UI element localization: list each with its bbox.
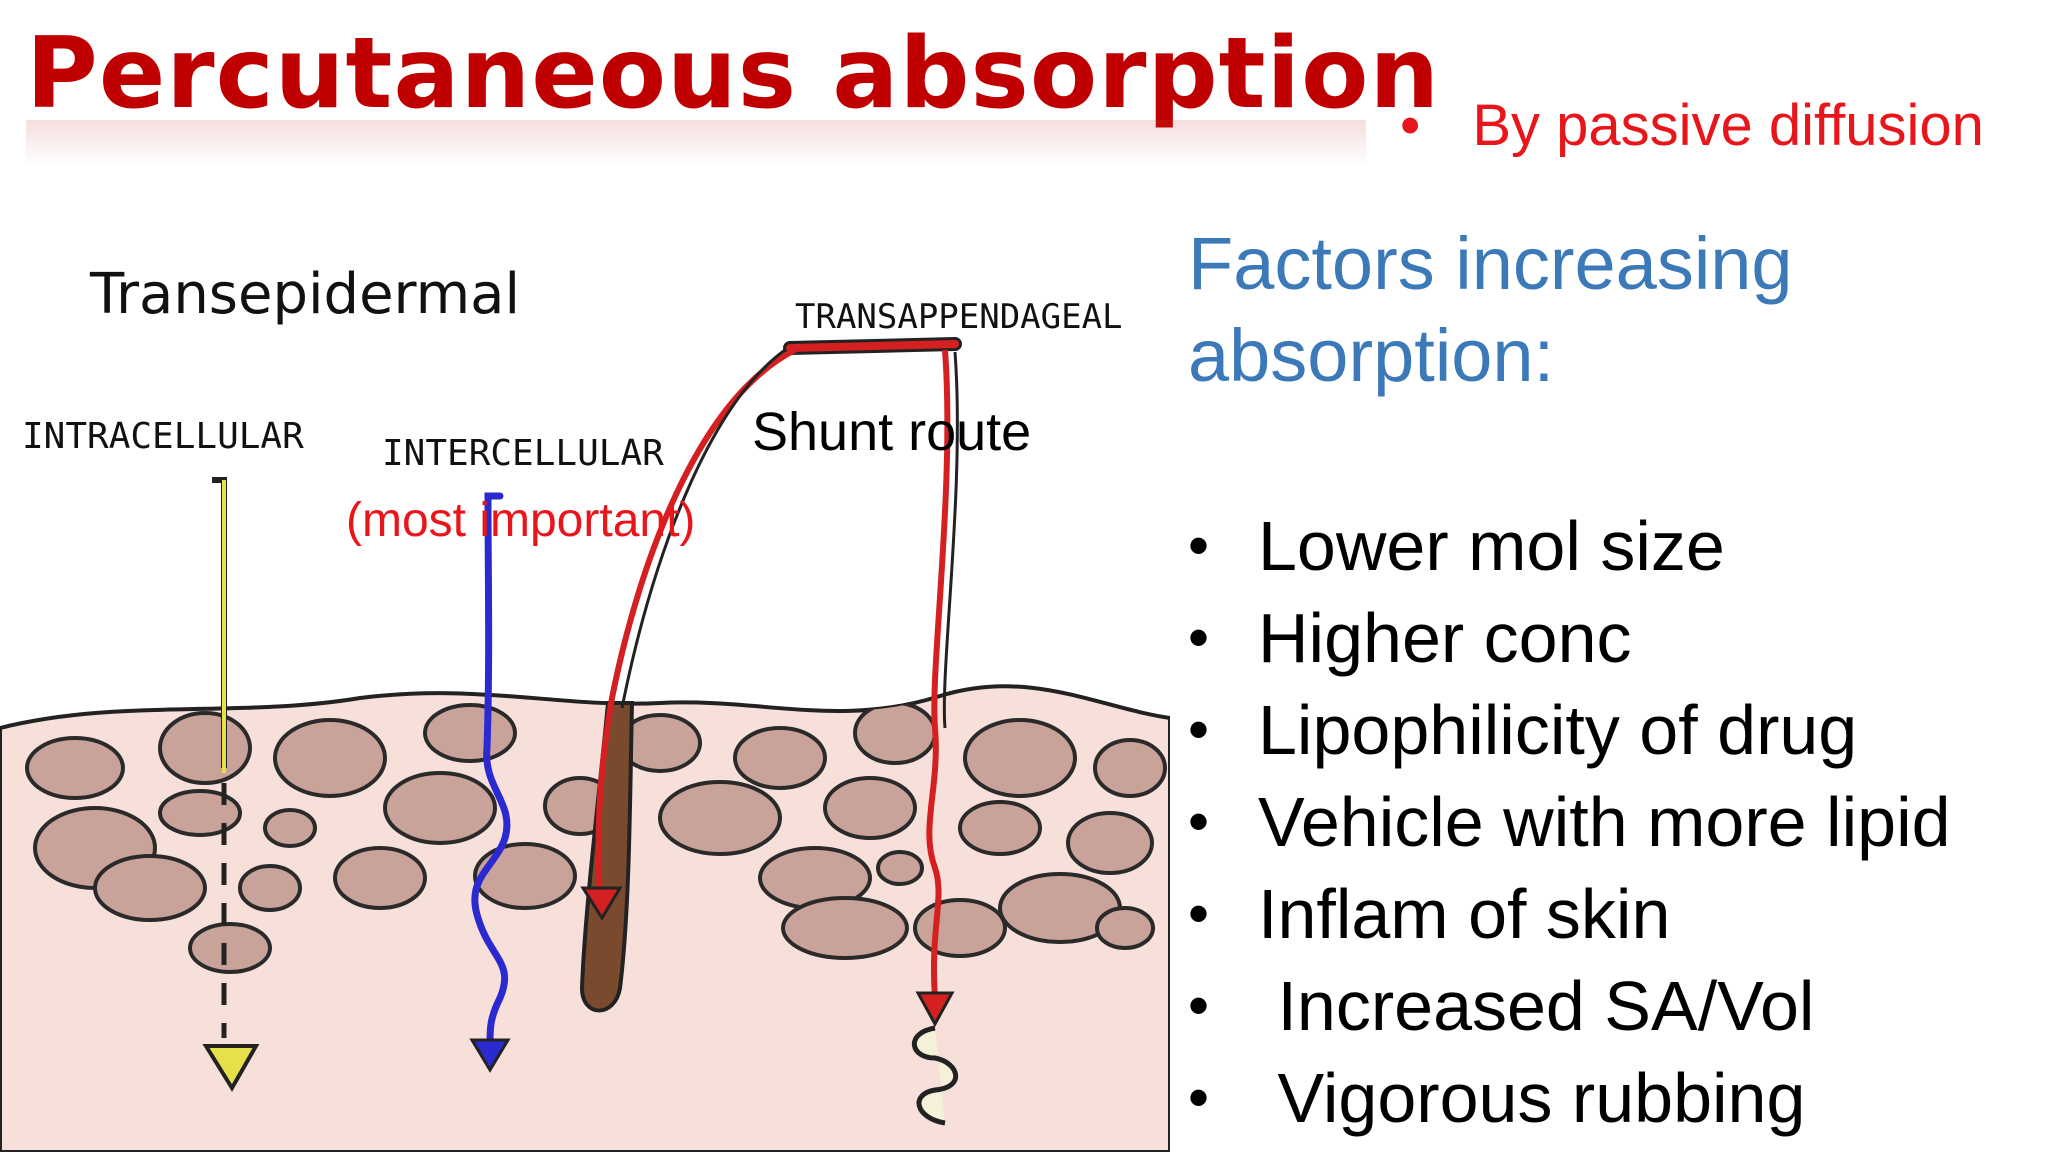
bullet: •: [1188, 788, 1210, 855]
bullet: •: [1188, 1064, 1210, 1131]
factor-item: • Increased SA/Vol: [1188, 960, 1951, 1052]
factor-item: • Vigorous rubbing: [1188, 1052, 1951, 1144]
intracellular-arrow: [202, 477, 260, 1092]
hair-follicle: [579, 701, 635, 1013]
transepidermal-label: Transepidermal: [89, 262, 520, 327]
bullet: •: [1188, 880, 1210, 947]
intercellular-label: INTERCELLULAR: [382, 433, 664, 474]
title-reflection: [26, 120, 1366, 166]
slide-title: Percutaneous absorption: [26, 17, 1441, 131]
bullet: •: [1188, 512, 1210, 579]
factor-text: Lipophilicity of drug: [1258, 691, 1858, 769]
bullet: •: [1188, 604, 1210, 671]
factors-list: • Lower mol size • Higher conc • Lipophilic…: [1188, 500, 1951, 1144]
factors-heading: Factors increasing absorption:: [1188, 222, 1793, 397]
skin-absorption-diagram: Transepidermal INTRACELLULAR INTERCELLUL…: [0, 262, 1170, 1152]
most-important-label: (most important): [346, 494, 695, 547]
factor-text: Vehicle with more lipid: [1258, 783, 1951, 861]
factor-text: Lower mol size: [1258, 507, 1725, 585]
factor-text: Higher conc: [1258, 599, 1632, 677]
shunt-route-arrows: [580, 337, 962, 1126]
intracellular-label: INTRACELLULAR: [22, 416, 304, 457]
shunt-route-label: Shunt route: [752, 402, 1031, 462]
factor-text: Vigorous rubbing: [1258, 1059, 1806, 1137]
factor-text: Inflam of skin: [1258, 875, 1671, 953]
bullet: •: [1188, 696, 1210, 763]
subtitle-bullet: By passive diffusion: [1400, 90, 1984, 162]
subtitle-list: By passive diffusion: [1400, 90, 1984, 162]
bullet: •: [1188, 972, 1210, 1039]
factor-item: • Lipophilicity of drug: [1188, 684, 1951, 776]
factor-text: Increased SA/Vol: [1258, 967, 1815, 1045]
factor-item: • Lower mol size: [1188, 500, 1951, 592]
intercellular-arrow: [469, 492, 511, 1073]
factor-item: • Vehicle with more lipid: [1188, 776, 1951, 868]
transappendageal-label: TRANSAPPENDAGEAL: [795, 297, 1123, 337]
factor-item: • Higher conc: [1188, 592, 1951, 684]
factor-item: • Inflam of skin: [1188, 868, 1951, 960]
